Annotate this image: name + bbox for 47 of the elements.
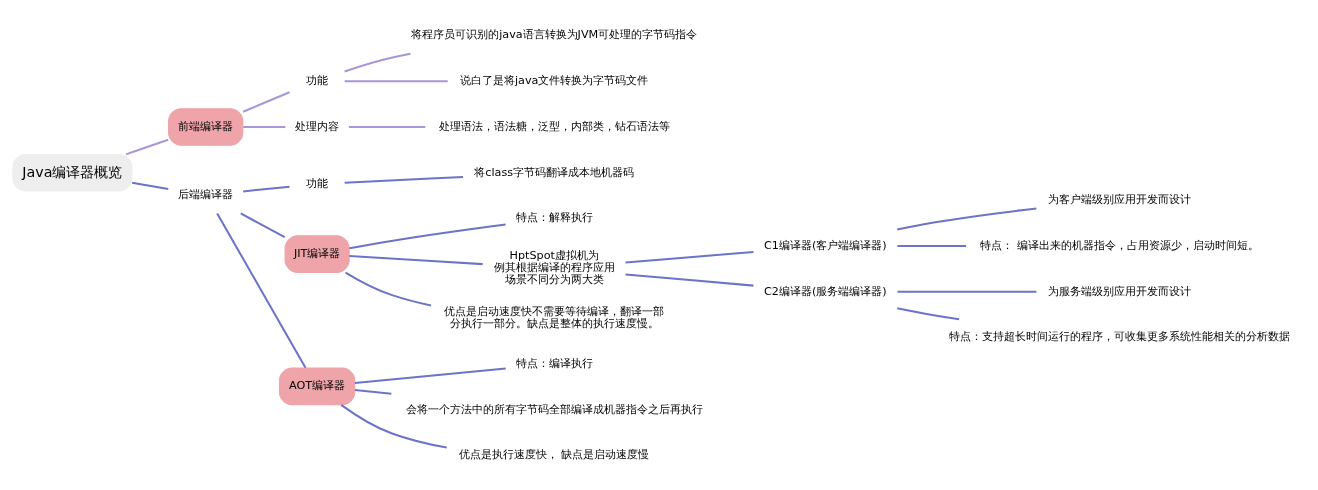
node-text: 特点：支持超长时间运行的程序，可收集更多系统性能相关的分析数据 (948, 329, 1290, 343)
connector (897, 290, 1037, 293)
node-text: 处理语法，语法糖，泛型，内部类，钻石语法等 (438, 119, 670, 133)
connector (340, 403, 447, 449)
connector (344, 79, 448, 82)
connector (125, 138, 169, 155)
node-text: 说白了是将java文件转换为字节码文件 (459, 73, 649, 87)
node-box: 前端编译器 (168, 107, 244, 146)
connector (242, 90, 290, 113)
connector (345, 271, 432, 306)
node-text: C2编译器(服务端编译器) (764, 284, 887, 298)
connector (131, 181, 169, 190)
node-text: 为服务端级别应用开发而设计 (1047, 284, 1191, 298)
connector (344, 175, 464, 184)
connector (625, 273, 754, 287)
node-text: 特点： 编译出来的机器指令，占用资源少，启动时间短。 (980, 238, 1259, 252)
connector (897, 206, 1037, 231)
node-box: JIT编译器 (284, 234, 350, 273)
connector (216, 212, 307, 368)
connector (349, 254, 483, 265)
connector (348, 125, 426, 128)
connector (243, 185, 290, 192)
node-text: 特点：编译执行 (515, 356, 593, 370)
node-text: 处理内容 (295, 119, 340, 133)
node-text: 将class字节码翻译成本地机器码 (474, 165, 635, 179)
connector (240, 212, 286, 238)
node-text: 后端编译器 (178, 187, 234, 201)
connector (354, 367, 506, 384)
node-text: HptSpot虚拟机为例其根据编译的程序应用场景不同分为两大类 (493, 248, 615, 286)
node-text: 优点是执行速度快， 缺点是启动速度慢 (458, 447, 650, 461)
node-text: 优点是启动速度快不需要等待编译，翻译一部分执行一部分。缺点是整体的执行速度慢。 (444, 304, 665, 330)
connector (625, 250, 754, 264)
node-box: Java编译器概览 (12, 153, 133, 192)
node-text: 会将一个方法中的所有字节码全部编译成机器指令之后再执行 (405, 402, 703, 416)
connector (344, 52, 411, 72)
connector (897, 244, 967, 247)
connector (354, 388, 392, 395)
node-box: AOT编译器 (278, 367, 356, 405)
node-text: 特点：解释执行 (515, 210, 593, 224)
node-text: C1编译器(客户端编译器) (764, 238, 887, 252)
node-text: 功能 (306, 176, 329, 190)
node-text: 为客户端级别应用开发而设计 (1047, 192, 1191, 206)
connector (349, 223, 506, 249)
connector (897, 306, 960, 320)
node-text: 功能 (306, 73, 329, 87)
connector (243, 125, 286, 128)
node-text: 将程序员可识别的java语言转换为JVM可处理的字节码指令 (411, 27, 698, 41)
